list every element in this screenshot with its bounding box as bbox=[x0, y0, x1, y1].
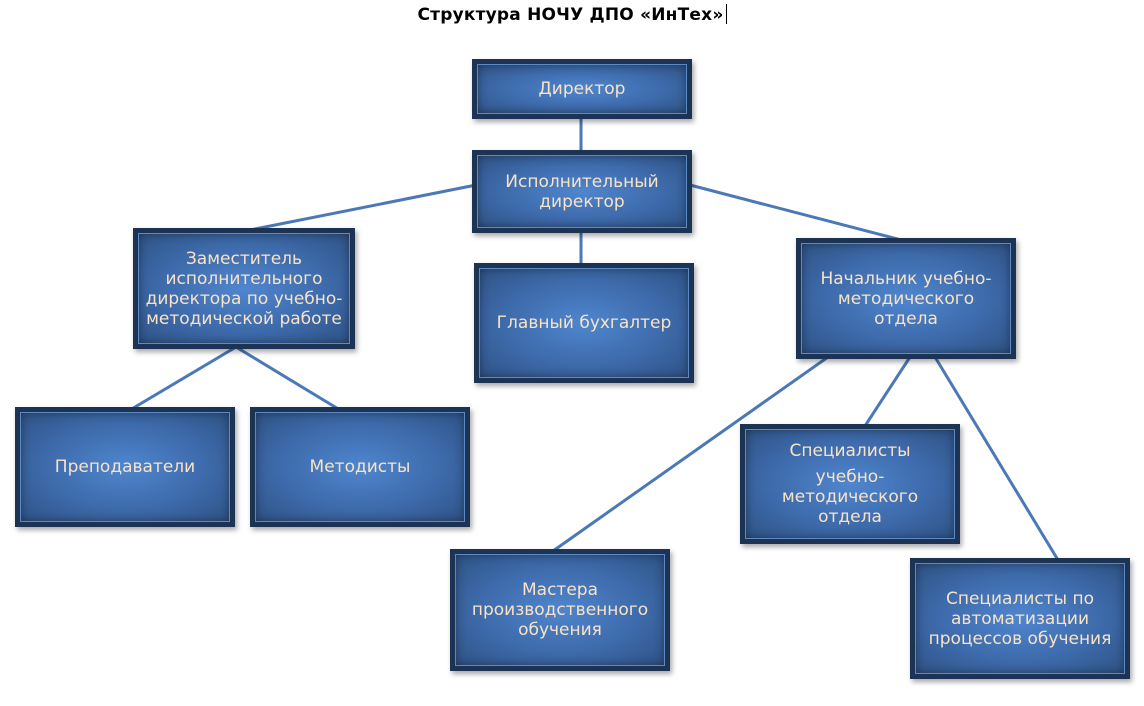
node-line: исполнительного bbox=[165, 268, 323, 289]
connector-deputy-methodists bbox=[234, 345, 342, 412]
node-method-specialists: Специалисты учебно- методического отдела bbox=[740, 424, 960, 544]
node-line: Исполнительный bbox=[505, 171, 659, 192]
connector-deputy-teachers bbox=[128, 345, 238, 412]
node-deputy: Заместитель исполнительного директора по… bbox=[133, 228, 355, 349]
node-line: методического bbox=[781, 487, 919, 507]
node-line: Специалисты по bbox=[945, 588, 1094, 609]
node-chief-accountant-label: Главный бухгалтер bbox=[497, 313, 672, 333]
node-line: процессов обучения bbox=[928, 628, 1112, 649]
node-line: отдела bbox=[874, 308, 938, 329]
node-line: Мастера bbox=[521, 580, 598, 600]
text-cursor bbox=[725, 4, 727, 24]
node-line: учебно- bbox=[815, 467, 885, 487]
node-line: методического bbox=[837, 288, 975, 309]
node-line: обучения bbox=[518, 620, 602, 640]
node-line: Начальник учебно- bbox=[820, 268, 992, 289]
node-line: Методисты bbox=[309, 457, 411, 477]
connector-head-automation bbox=[933, 355, 1060, 562]
node-head-method-dept: Начальник учебно- методического отдела bbox=[796, 238, 1016, 359]
node-masters: Мастера производственного обучения bbox=[450, 549, 670, 671]
node-director: Директор bbox=[472, 59, 692, 119]
node-line: отдела bbox=[818, 507, 882, 527]
node-line: производственного bbox=[471, 600, 649, 620]
node-automation-specialists-label: Специалисты по автоматизации процессов о… bbox=[929, 589, 1112, 649]
node-line: методической работе bbox=[146, 308, 342, 329]
node-methodists: Методисты bbox=[250, 407, 470, 527]
node-line: Директор bbox=[538, 79, 626, 99]
node-line: Специалисты bbox=[789, 441, 911, 461]
connector-head-specialists bbox=[863, 355, 912, 428]
diagram-title-text: Структура НОЧУ ДПО «ИнТех» bbox=[417, 5, 724, 25]
node-line: директора по учебно- bbox=[145, 288, 343, 309]
node-teachers: Преподаватели bbox=[15, 407, 235, 527]
node-masters-label: Мастера производственного обучения bbox=[472, 580, 648, 640]
node-exec-director: Исполнительный директор bbox=[472, 150, 692, 233]
node-deputy-label: Заместитель исполнительного директора по… bbox=[146, 249, 343, 329]
node-head-method-dept-label: Начальник учебно- методического отдела bbox=[820, 269, 991, 329]
connector-head-masters bbox=[551, 355, 830, 553]
node-line: Преподаватели bbox=[54, 457, 196, 477]
node-method-specialists-label: Специалисты учебно- методического отдела bbox=[782, 441, 918, 527]
node-line: директор bbox=[539, 191, 625, 212]
node-exec-director-label: Исполнительный директор bbox=[505, 172, 658, 212]
node-chief-accountant: Главный бухгалтер bbox=[474, 263, 694, 383]
node-methodists-label: Методисты bbox=[310, 457, 411, 477]
node-line: Заместитель bbox=[185, 248, 303, 269]
node-director-label: Директор bbox=[539, 79, 626, 99]
node-automation-specialists: Специалисты по автоматизации процессов о… bbox=[910, 558, 1130, 679]
connector-exec-deputy bbox=[238, 183, 478, 234]
node-teachers-label: Преподаватели bbox=[55, 457, 195, 477]
diagram-title: Структура НОЧУ ДПО «ИнТех» bbox=[0, 4, 1144, 25]
node-line: Главный бухгалтер bbox=[496, 313, 672, 333]
connector-exec-head bbox=[688, 183, 907, 243]
node-line: автоматизации bbox=[950, 608, 1090, 629]
